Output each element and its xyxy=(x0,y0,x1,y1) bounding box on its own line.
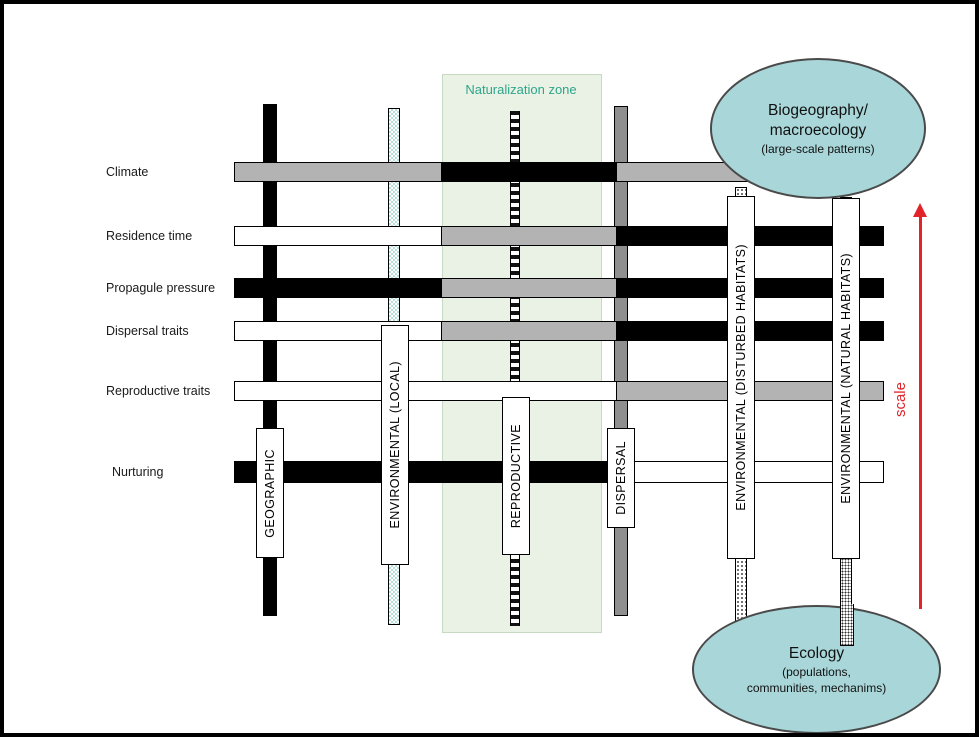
column-label-environmental-local: ENVIRONMENTAL (LOCAL) xyxy=(381,325,409,565)
environmental-natural-barrier-bar-tail xyxy=(840,604,854,646)
biogeography-ellipse-line3: (large-scale patterns) xyxy=(761,141,875,156)
column-label-environmental-disturbed: ENVIRONMENTAL (DISTURBED HABITATS) xyxy=(727,196,755,559)
row-label-reproductive-traits: Reproductive traits xyxy=(106,384,211,398)
row-label-dispersal-traits: Dispersal traits xyxy=(106,324,189,338)
column-label-environmental-local-text: ENVIRONMENTAL (LOCAL) xyxy=(388,361,402,529)
column-label-environmental-natural: ENVIRONMENTAL (NATURAL HABITATS) xyxy=(832,198,860,559)
residence-time-bar-middle xyxy=(441,226,617,246)
column-label-geographic: GEOGRAPHIC xyxy=(256,428,284,558)
row-label-climate: Climate xyxy=(106,165,149,179)
column-label-environmental-natural-text: ENVIRONMENTAL (NATURAL HABITATS) xyxy=(839,253,853,504)
column-label-environmental-disturbed-text: ENVIRONMENTAL (DISTURBED HABITATS) xyxy=(734,244,748,511)
residence-time-bar-left xyxy=(234,226,442,246)
dispersal-traits-bar-left xyxy=(234,321,442,341)
scale-arrow-stem xyxy=(919,216,922,609)
scale-label: scale xyxy=(892,382,909,418)
ecology-ellipse-line1: Ecology xyxy=(788,644,845,662)
column-label-dispersal-text: DISPERSAL xyxy=(614,441,628,515)
biogeography-ellipse-line1: Biogeography/ xyxy=(768,101,868,119)
ecology-ellipse-line3: communities, mechanims) xyxy=(746,680,887,695)
dispersal-traits-bar-middle xyxy=(441,321,617,341)
naturalization-zone-label: Naturalization zone xyxy=(465,82,577,97)
dispersal-barrier-bar xyxy=(614,106,628,616)
row-label-nurturing: Nurturing xyxy=(112,465,164,479)
column-label-reproductive: REPRODUCTIVE xyxy=(502,397,530,555)
climate-bar-left xyxy=(234,162,442,182)
propagule-pressure-bar-middle xyxy=(441,278,617,298)
ecology-ellipse: Ecology (populations, communities, mecha… xyxy=(692,605,941,733)
nurturing-bar-left xyxy=(234,461,617,483)
reproductive-traits-bar-left xyxy=(234,381,617,401)
propagule-pressure-bar-left xyxy=(234,278,442,298)
biogeography-ellipse-line2: macroecology xyxy=(769,121,867,139)
climate-bar-middle xyxy=(441,162,617,182)
ecology-ellipse-line2: (populations, xyxy=(782,664,851,679)
column-label-reproductive-text: REPRODUCTIVE xyxy=(509,423,523,529)
scale-arrow-head xyxy=(913,203,927,217)
row-label-propagule-pressure: Propagule pressure xyxy=(106,281,216,295)
column-label-geographic-text: GEOGRAPHIC xyxy=(263,448,277,538)
biogeography-ellipse: Biogeography/ macroecology (large-scale … xyxy=(710,58,926,199)
column-label-dispersal: DISPERSAL xyxy=(607,428,635,528)
reproductive-barrier-bar xyxy=(510,111,520,626)
row-label-residence-time: Residence time xyxy=(106,229,193,243)
